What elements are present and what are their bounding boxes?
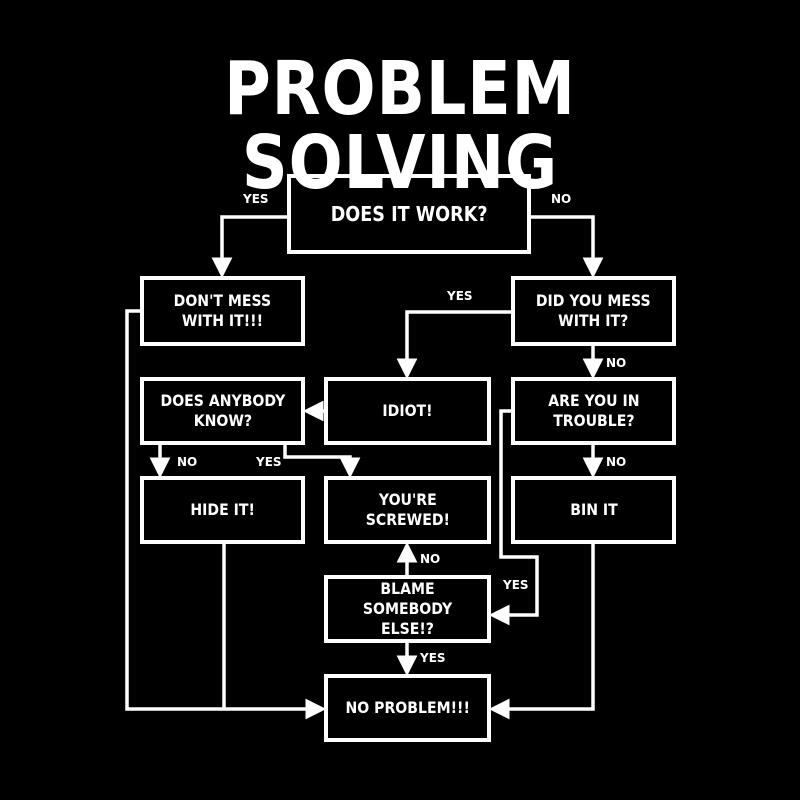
node-idiot: IDIOT! [324, 377, 491, 445]
node-dont-mess-with-it: DON'T MESS WITH IT!!! [140, 276, 305, 346]
node-are-you-in-trouble: ARE YOU IN TROUBLE? [511, 377, 676, 445]
edge-know-yes [283, 445, 361, 479]
node-does-it-work: DOES IT WORK? [287, 174, 531, 254]
node-did-you-mess-with-it: DID YOU MESS WITH IT? [511, 276, 676, 346]
edge-label-blame-no: NO [420, 552, 441, 566]
edge-start-yes [211, 215, 287, 279]
node-no-problem: NO PROBLEM!!! [324, 674, 491, 742]
edge-label-start-yes: YES [243, 192, 269, 206]
edge-start-no [531, 215, 604, 279]
node-blame-somebody-else: BLAME SOMEBODY ELSE!? [324, 575, 491, 643]
edge-label-know-yes: YES [256, 455, 282, 469]
edge-trouble-yes [488, 409, 539, 626]
edge-label-trouble-yes: YES [503, 578, 529, 592]
page-title: PROBLEM SOLVING [224, 46, 576, 206]
node-does-anybody-know: DOES ANYBODY KNOW? [140, 377, 305, 445]
node-bin-it: BIN IT [511, 476, 676, 544]
edge-label-know-no: NO [177, 455, 198, 469]
node-youre-screwed: YOU'RE SCREWED! [324, 476, 491, 544]
edge-mess-yes [396, 310, 511, 380]
edge-label-blame-yes: YES [420, 651, 446, 665]
edge-label-start-no: NO [551, 192, 572, 206]
edge-label-trouble-no: NO [606, 455, 627, 469]
node-hide-it: HIDE IT! [140, 476, 305, 544]
edge-label-mess-no: NO [606, 356, 627, 370]
edge-label-mess-yes: YES [447, 289, 473, 303]
edge-bin-to-noproblem [488, 544, 595, 720]
